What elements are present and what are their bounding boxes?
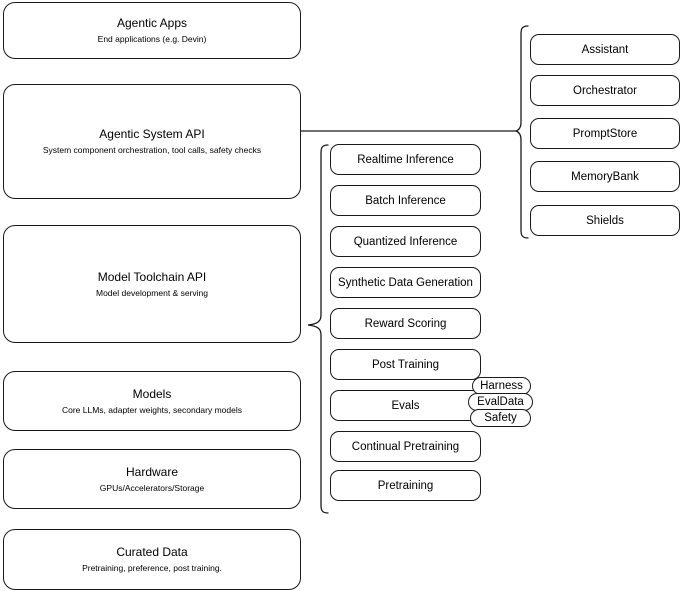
toolchain-item-continual-pretraining[interactable]: Continual Pretraining xyxy=(330,431,481,462)
toolchain-item-label: Evals xyxy=(391,399,420,412)
toolchain-item-quantized-inference[interactable]: Quantized Inference xyxy=(330,226,481,257)
toolchain-item-label: Synthetic Data Generation xyxy=(338,276,473,289)
layer-subtitle: End applications (e.g. Devin) xyxy=(97,34,207,44)
toolchain-item-label: Realtime Inference xyxy=(357,153,454,166)
toolchain-item-reward-scoring[interactable]: Reward Scoring xyxy=(330,308,481,339)
agentic-component-shields[interactable]: Shields xyxy=(530,205,680,236)
stack-layer-models[interactable]: Models Core LLMs, adapter weights, secon… xyxy=(3,371,301,431)
layer-title: Curated Data xyxy=(116,545,188,559)
toolchain-item-label: Continual Pretraining xyxy=(351,440,460,453)
stack-layer-hardware[interactable]: Hardware GPUs/Accelerators/Storage xyxy=(3,449,301,509)
stack-layer-model-toolchain-api[interactable]: Model Toolchain API Model development & … xyxy=(3,225,301,343)
layer-title: Agentic Apps xyxy=(116,16,188,30)
toolchain-item-batch-inference[interactable]: Batch Inference xyxy=(330,185,481,216)
agentic-component-label: PromptStore xyxy=(572,127,638,140)
toolchain-item-label: Post Training xyxy=(371,358,440,371)
agentic-component-promptstore[interactable]: PromptStore xyxy=(530,118,680,149)
agentic-component-label: MemoryBank xyxy=(571,170,639,183)
stack-layer-agentic-apps[interactable]: Agentic Apps End applications (e.g. Devi… xyxy=(3,2,301,59)
toolchain-item-label: Quantized Inference xyxy=(353,235,458,248)
layer-subtitle: Model development & serving xyxy=(96,287,208,298)
agentic-component-label: Shields xyxy=(586,214,624,227)
layer-subtitle: GPUs/Accelerators/Storage xyxy=(99,482,205,493)
evals-pill-safety[interactable]: Safety xyxy=(470,409,531,427)
layer-title: Models xyxy=(132,386,172,401)
toolchain-item-synthetic-data-generation[interactable]: Synthetic Data Generation xyxy=(330,267,481,298)
agentic-component-memorybank[interactable]: MemoryBank xyxy=(530,161,680,192)
layer-title: Agentic System API xyxy=(99,127,205,141)
layer-title: Hardware xyxy=(125,464,179,479)
toolchain-item-label: Reward Scoring xyxy=(364,317,447,330)
toolchain-item-label: Batch Inference xyxy=(365,194,446,207)
agentic-component-label: Orchestrator xyxy=(573,84,637,97)
toolchain-item-post-training[interactable]: Post Training xyxy=(330,349,481,380)
stack-layer-agentic-system-api[interactable]: Agentic System API System component orch… xyxy=(3,84,301,199)
toolchain-item-realtime-inference[interactable]: Realtime Inference xyxy=(330,144,481,175)
agentic-component-label: Assistant xyxy=(581,43,629,56)
toolchain-item-evals[interactable]: Evals xyxy=(330,390,481,421)
toolchain-item-label: Pretraining xyxy=(377,479,434,492)
layer-subtitle: Core LLMs, adapter weights, secondary mo… xyxy=(61,404,242,415)
toolchain-item-pretraining[interactable]: Pretraining xyxy=(330,470,481,501)
agentic-component-assistant[interactable]: Assistant xyxy=(530,34,680,65)
stack-layer-curated-data[interactable]: Curated Data Pretraining, preference, po… xyxy=(3,529,301,590)
agentic-component-orchestrator[interactable]: Orchestrator xyxy=(530,75,680,106)
layer-subtitle: Pretraining, preference, post training. xyxy=(82,563,222,573)
layer-subtitle: System component orchestration, tool cal… xyxy=(42,145,262,155)
layer-title: Model Toolchain API xyxy=(97,269,207,284)
